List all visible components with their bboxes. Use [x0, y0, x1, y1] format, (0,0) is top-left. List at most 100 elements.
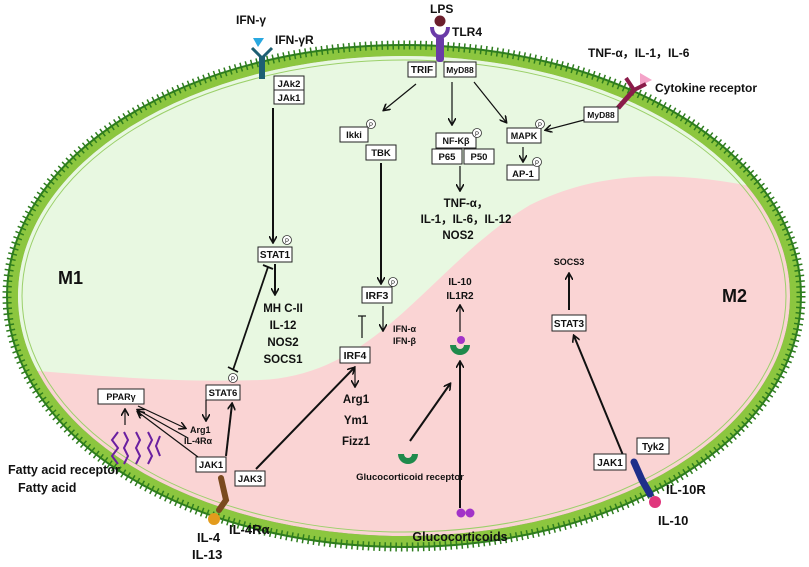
irf3-box — [361, 286, 393, 304]
glucocorticoid-receptor-label: Glucocorticoid receptor — [356, 472, 464, 483]
ap1-box — [506, 164, 540, 181]
jak2-label: JAk2 — [278, 79, 301, 90]
il10r-label: IL-10R — [666, 482, 706, 497]
ifn-gamma-ligand-icon — [253, 38, 264, 47]
il10-label: IL-10 — [658, 513, 688, 528]
ikki-box — [339, 126, 369, 143]
lps-ligand-icon — [434, 15, 446, 27]
gene-label: TNF-α， — [444, 198, 489, 210]
m2-label: M2 — [722, 286, 747, 306]
jak1-left-label: JAK1 — [199, 460, 224, 471]
phospho-icon — [366, 119, 376, 129]
phospho-label: P — [538, 123, 542, 129]
irf4-box — [339, 346, 371, 364]
trif-box — [407, 61, 437, 78]
cytokine-receptor-icon — [616, 76, 647, 110]
p50-box — [463, 148, 495, 165]
fatty-acid-label: Fatty acid — [18, 481, 76, 495]
cytokine-receptor-label: Cytokine receptor — [655, 81, 757, 95]
glucocorticoid-icon — [465, 508, 475, 518]
phospho-label: P — [285, 239, 289, 245]
tyk2-label: Tyk2 — [642, 442, 664, 453]
phospho-label: P — [231, 377, 235, 383]
il4-ligand-icon — [208, 513, 220, 525]
irf4-genes: Arg1 Ym1 Fizz1 — [342, 394, 371, 448]
p65-box — [431, 148, 463, 165]
cytokines-label: TNF-α，IL-1，IL-6 — [588, 46, 690, 60]
phospho-label: P — [475, 132, 479, 138]
phospho-label: P — [369, 123, 373, 129]
cytokine-ligand-icon — [640, 73, 652, 86]
myd88-tlr-label: MyD88 — [446, 65, 474, 75]
gene-label: IL-1，IL-6，IL-12 — [421, 214, 512, 226]
ifn-gamma-pathway: IFN-γ IFN-γR JAk2 JAk1 STAT1 P MH C-II I… — [236, 13, 314, 366]
jak1-left-box — [195, 456, 227, 473]
gene-label: IL-12 — [270, 320, 297, 332]
gene-label: MH C-II — [263, 303, 303, 315]
tbk-label: TBK — [371, 148, 391, 159]
phospho-icon — [535, 119, 545, 129]
irf4-label: IRF4 — [344, 350, 367, 362]
arg1-small-label: Arg1 — [190, 425, 211, 435]
phospho-icon — [532, 157, 542, 167]
ifn-gamma-receptor-icon — [250, 46, 274, 79]
cytokine-pathway: TNF-α，IL-1，IL-6 Cytokine receptor MyD88 … — [506, 46, 757, 181]
myd88-tlr-box — [443, 61, 477, 78]
ap1-label: AP-1 — [512, 169, 534, 180]
stat1-box — [257, 246, 293, 263]
stat3-box — [551, 314, 587, 332]
trif-label: TRIF — [411, 65, 433, 76]
stat1-genes: MH C-II IL-12 NOS2 SOCS1 — [263, 303, 303, 366]
phospho-icon — [228, 373, 238, 383]
phospho-label: P — [391, 281, 395, 287]
tlr4-stem — [436, 36, 444, 62]
tlr4-receptor-icon — [430, 26, 450, 39]
gene-label: Ym1 — [344, 415, 369, 427]
ifn-gamma-r-label: IFN-γR — [275, 33, 314, 47]
stat3-label: STAT3 — [554, 319, 585, 330]
gene-label: NOS2 — [442, 230, 473, 242]
mapk-box — [506, 127, 542, 144]
gene-label: NOS2 — [267, 337, 298, 349]
il4ra-small-label: IL-4Rα — [184, 436, 213, 446]
tlr4-pathway: LPS TLR4 TRIF MyD88 Ikki P TBK NF-Kβ P P… — [339, 2, 512, 448]
stat6-label: STAT6 — [209, 388, 238, 399]
phospho-icon — [472, 128, 482, 138]
il13-label: IL-13 — [192, 547, 222, 562]
myd88-cyt-label: MyD88 — [587, 110, 615, 120]
stat1-label: STAT1 — [260, 250, 291, 261]
glucocorticoid-pathway: Glucocorticoids Glucocorticoid receptor … — [356, 277, 507, 544]
lps-label: LPS — [430, 2, 453, 16]
jak3-label: JAK3 — [238, 474, 262, 485]
ifn-beta-label: IFN-β — [393, 336, 416, 346]
glucocorticoid-receptor-icon — [398, 454, 418, 464]
ikki-label: Ikki — [346, 130, 362, 141]
ppar-box — [97, 388, 145, 405]
stat6-box — [205, 384, 241, 401]
phospho-label: P — [535, 161, 539, 167]
phospho-icon — [388, 277, 398, 287]
tbk-box — [365, 144, 397, 161]
il10-ligand-icon — [649, 496, 661, 508]
fatty-acid-receptor-icon — [110, 431, 161, 465]
il4-label: IL-4 — [197, 530, 221, 545]
jak1-top-label: JAk1 — [278, 93, 301, 104]
glucocorticoids-label: Glucocorticoids — [412, 530, 507, 544]
jak1-right-label: JAK1 — [597, 458, 623, 469]
il10-pathway: SOCS3 STAT3 JAK1 Tyk2 IL-10R IL-10 — [551, 257, 706, 528]
nfkb-box — [435, 132, 477, 149]
phospho-icon — [282, 235, 292, 245]
il10-gene-label: IL-10 — [448, 277, 472, 288]
jak1-right-box — [593, 453, 627, 471]
fatty-acid-receptor-label: Fatty acid receptor — [8, 463, 120, 477]
p50-label: P50 — [471, 152, 488, 163]
gene-label: Arg1 — [343, 394, 370, 406]
il4-pathway: STAT6 P PPARγ Arg1 IL-4Rα JAK1 JAK3 IL-4… — [8, 264, 354, 562]
il4ra-receptor-icon — [208, 475, 230, 525]
irf3-label: IRF3 — [366, 290, 389, 302]
socs3-label: SOCS3 — [554, 257, 585, 267]
mapk-label: MAPK — [511, 131, 538, 141]
il1r2-gene-label: IL1R2 — [446, 291, 474, 302]
